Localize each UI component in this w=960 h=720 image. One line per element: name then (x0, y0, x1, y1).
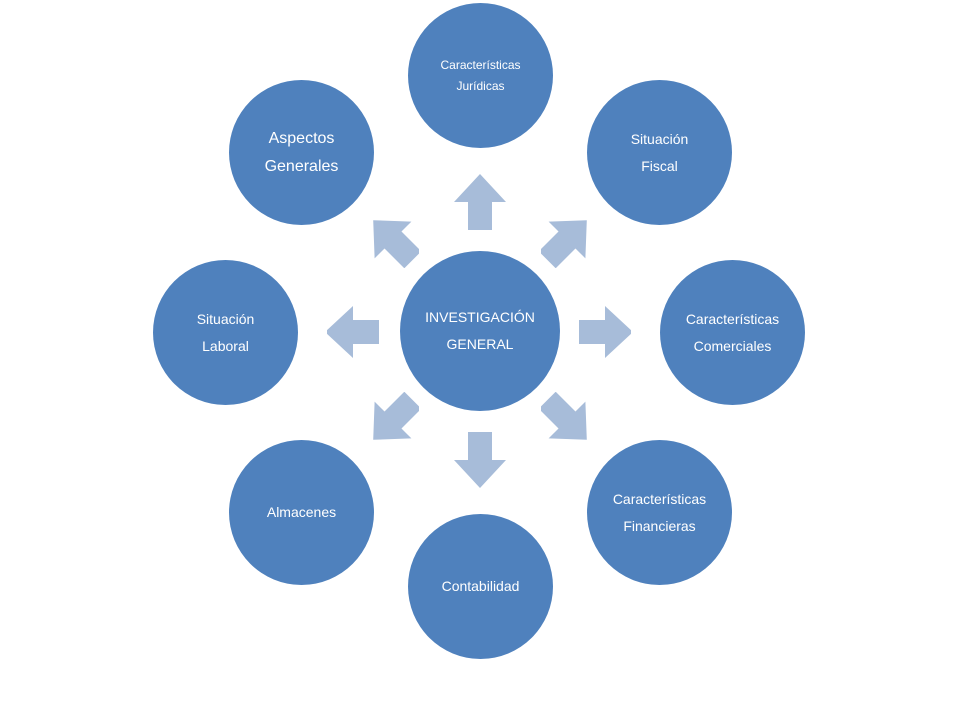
node-label-line-1: Situación (630, 130, 689, 147)
arrow-left-icon (327, 306, 379, 358)
node-label-line-2: Jurídicas (456, 78, 505, 93)
node-caracteristicas-comerciales: Características Comerciales (660, 260, 805, 405)
arrow-up-icon (454, 174, 506, 230)
node-almacenes: Almacenes (229, 440, 374, 585)
node-label-line-2: Comerciales (693, 337, 772, 354)
arrow-right-icon (579, 306, 631, 358)
arrow-up-right-icon (541, 220, 587, 268)
node-contabilidad: Contabilidad (408, 514, 553, 659)
arrow-down-right-icon (541, 392, 587, 440)
node-label-line-1: Características (685, 310, 780, 327)
node-label-line-2: Financieras (623, 517, 696, 534)
node-label-line-2: Laboral (202, 337, 249, 354)
node-label-line-1: Almacenes (266, 504, 337, 520)
arrow-down-icon (454, 432, 506, 488)
node-label-line-1: Características (440, 57, 521, 72)
node-label-line-1: Situación (196, 310, 255, 327)
center-node-line-1: INVESTIGACIÓN (425, 309, 535, 325)
center-node: INVESTIGACIÓN GENERAL (400, 251, 560, 411)
node-label-line-2: Fiscal (641, 157, 678, 174)
node-label-line-2: Generales (264, 157, 339, 175)
arrow-down-left-icon (373, 392, 419, 440)
node-situacion-laboral: Situación Laboral (153, 260, 298, 405)
node-caracteristicas-juridicas: Características Jurídicas (408, 3, 553, 148)
arrow-up-left-icon (373, 220, 419, 268)
node-caracteristicas-financieras: Características Financieras (587, 440, 732, 585)
node-label-line-1: Aspectos (268, 129, 335, 147)
center-node-line-2: GENERAL (446, 336, 514, 352)
node-aspectos-generales: Aspectos Generales (229, 80, 374, 225)
node-label-line-1: Características (612, 490, 707, 507)
node-label-line-1: Contabilidad (441, 578, 520, 594)
node-situacion-fiscal: Situación Fiscal (587, 80, 732, 225)
